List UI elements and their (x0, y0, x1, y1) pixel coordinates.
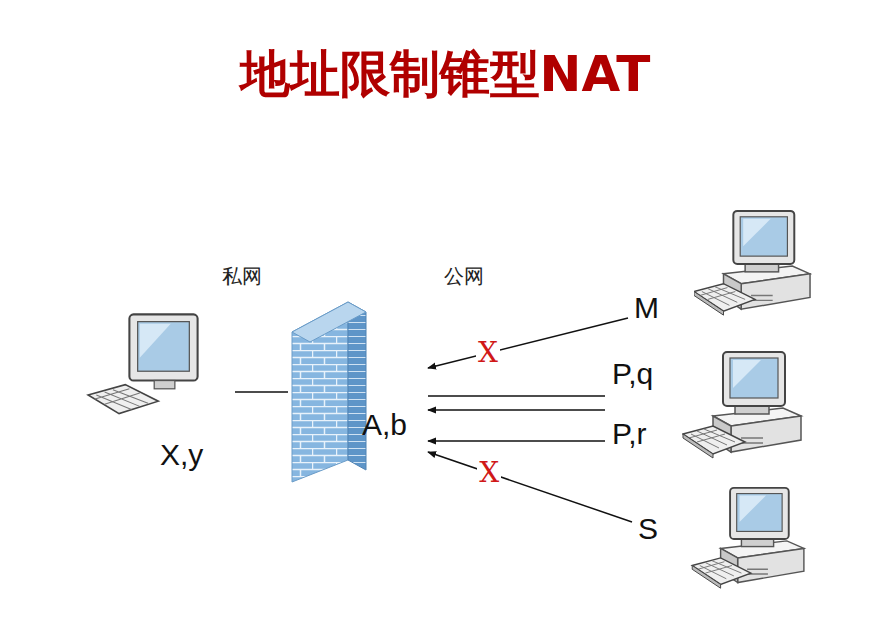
region-label: 公网 (444, 264, 484, 288)
region-label: 私网 (222, 264, 262, 288)
blocked-mark: X (477, 459, 501, 487)
address-label: X,y (160, 438, 203, 473)
public-computer-icon (694, 211, 810, 315)
connection-line (428, 452, 632, 522)
nat-firewall: A,b (288, 296, 428, 486)
connection-line (235, 391, 288, 393)
connection-line (428, 409, 605, 411)
blocked-mark: X (476, 339, 500, 367)
public-host: P,qP,r (605, 345, 810, 465)
public-host: S (632, 484, 810, 594)
address-label: S (638, 512, 658, 547)
title: 地址限制锥型NAT (0, 44, 890, 104)
public-host: M (628, 205, 813, 328)
connection-line (428, 395, 605, 397)
address-label: A,b (362, 408, 407, 443)
address-label: M (634, 291, 659, 326)
firewall-wall (292, 302, 366, 482)
private-computer-icon (88, 314, 198, 413)
address-label: P,r (612, 417, 646, 452)
private-host: X,y (85, 310, 235, 480)
connection-line (428, 318, 628, 368)
connection-line (428, 440, 605, 442)
public-computer-icon (683, 352, 801, 458)
address-label: P,q (612, 357, 653, 392)
public-computer-icon (692, 488, 804, 588)
